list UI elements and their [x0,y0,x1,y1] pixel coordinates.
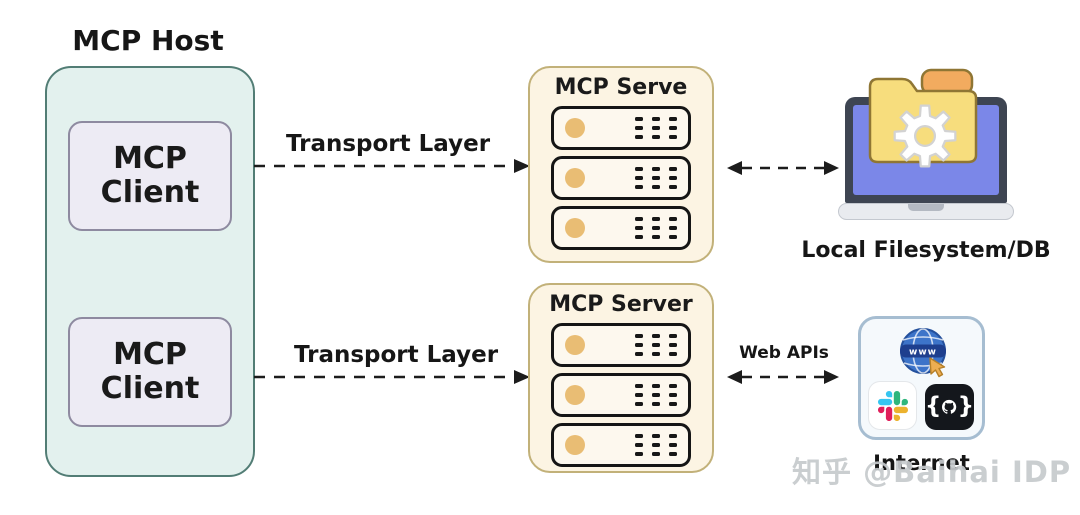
mcp-host-container: MCP Client MCP Client [45,66,255,477]
globe-www-text: www [909,348,937,358]
rack-led-icon [565,385,585,406]
rack-dots-icon [635,334,677,357]
laptop-base [838,203,1014,220]
rack-led-icon [565,118,585,139]
cursor-icon [929,357,946,378]
transport-layer-label-2: Transport Layer [293,342,499,368]
slack-icon [869,382,916,429]
rack-dots-icon [635,117,677,140]
laptop-icon [836,50,1016,225]
transport-layer-label-1: Transport Layer [285,131,491,157]
mcp-client-box-2: MCP Client [68,317,232,427]
github-brace-left: { [925,392,942,419]
mcp-server-box-1: MCP Serve [528,66,714,263]
server-rack-icon [551,373,691,418]
internet-label: Internet [873,451,970,475]
rack-led-icon [565,335,585,356]
server-rack-icon [551,206,691,251]
local-filesystem-label: Local Filesystem/DB [801,238,1051,263]
transport-arrow-1 [254,159,530,173]
mcp-host-title: MCP Host [72,24,224,57]
server-rack-stack [551,323,691,468]
bidirectional-arrow-filesystem [727,161,839,175]
mcp-client-label-line1: MCP [113,336,187,372]
server-rack-icon [551,156,691,201]
mcp-server-title-1: MCP Serve [554,75,688,100]
rack-led-icon [565,168,585,189]
mcp-client-label-line1: MCP [113,140,187,176]
server-rack-stack [551,106,691,251]
web-apis-label: Web APIs [739,343,829,363]
rack-led-icon [565,435,585,456]
mcp-server-box-2: MCP Server [528,283,714,473]
globe-icon: www [900,328,946,378]
server-rack-icon [551,106,691,151]
mcp-client-box-1: MCP Client [68,121,232,231]
server-rack-icon [551,323,691,368]
server-rack-icon [551,423,691,468]
rack-dots-icon [635,384,677,407]
watermark: 知乎 @Baihai IDP [792,455,1072,489]
mcp-client-label-line2: Client [100,175,200,210]
rack-dots-icon [635,434,677,457]
gear-icon [893,104,957,168]
mcp-client-label-line2: Client [100,371,200,406]
internet-box: www { } [858,316,985,440]
transport-arrow-2 [254,370,530,384]
github-brace-right: } [957,392,974,419]
rack-led-icon [565,218,585,239]
mcp-server-title-2: MCP Server [549,292,693,317]
rack-dots-icon [635,217,677,240]
octocat-icon [942,399,957,414]
github-icon: { } [925,384,974,430]
bidirectional-arrow-webapis [727,370,839,384]
rack-dots-icon [635,167,677,190]
